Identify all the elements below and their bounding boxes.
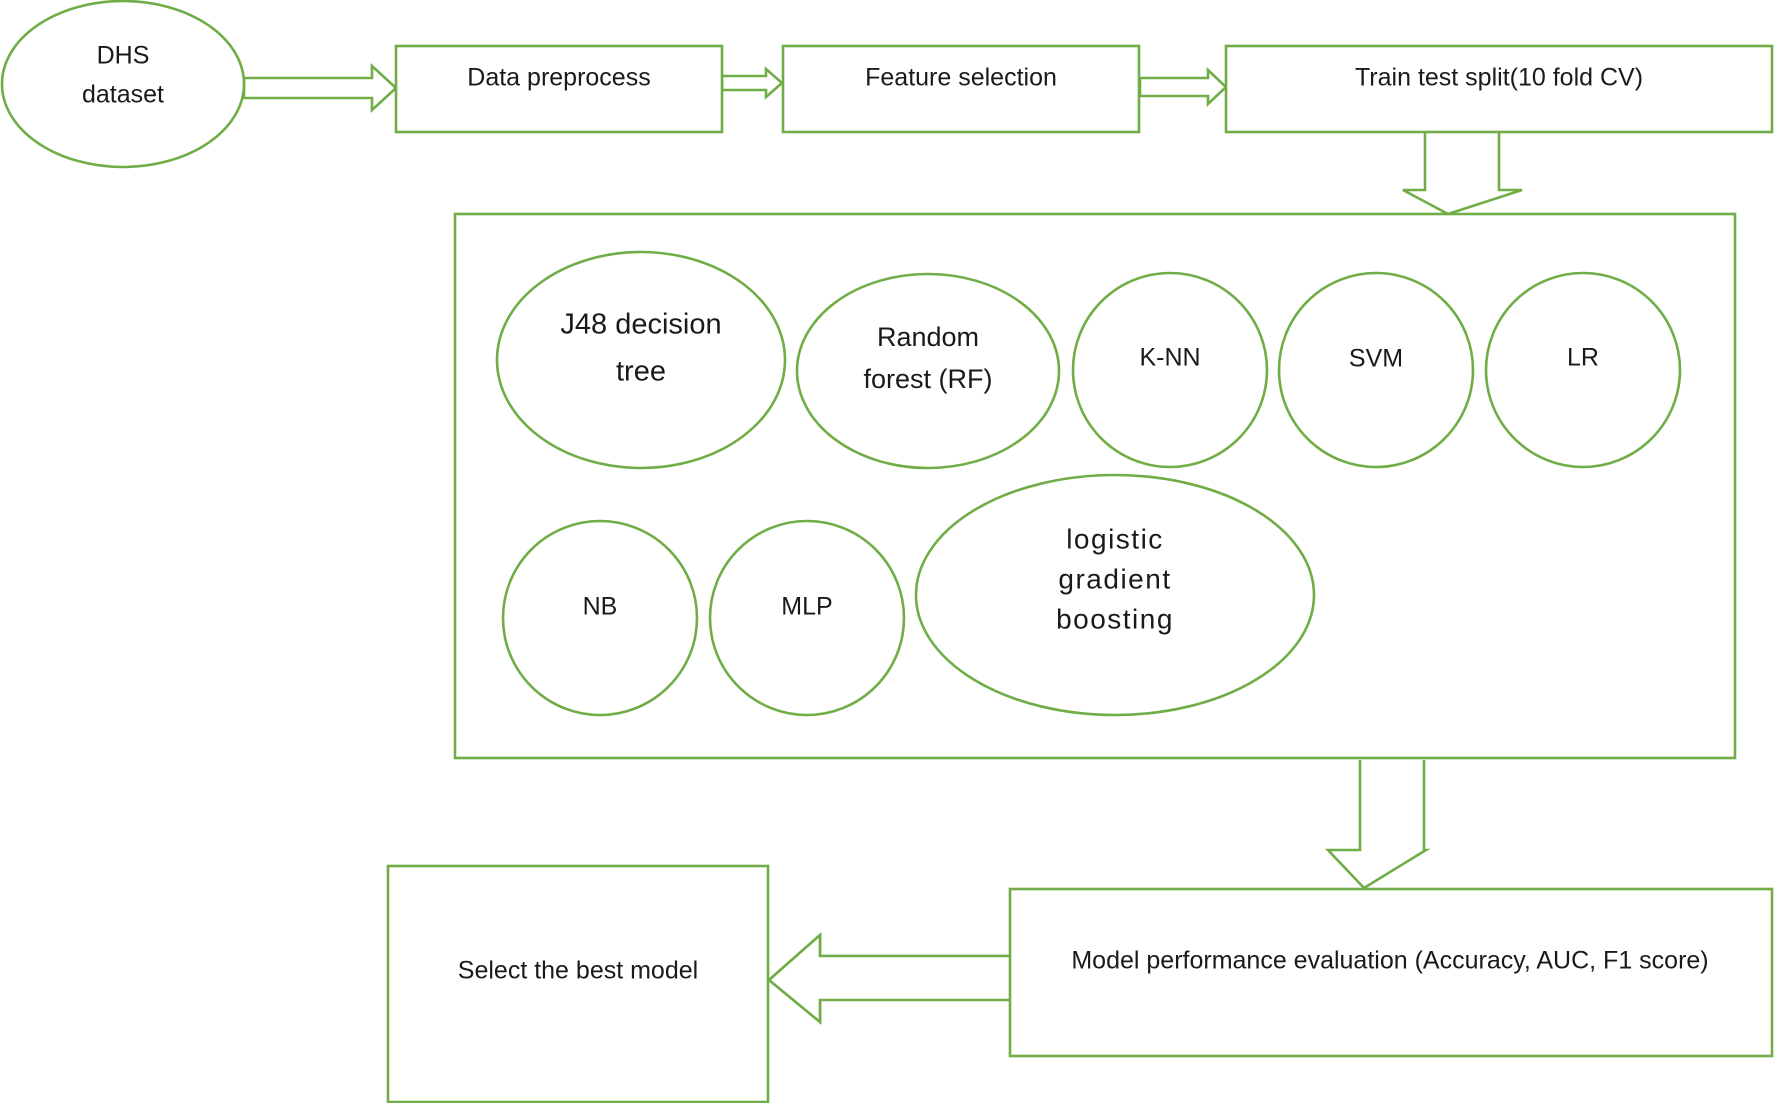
lgb-label-line1: logistic <box>1066 523 1164 554</box>
j48-decision-tree-node: J48 decision tree <box>495 250 787 470</box>
dhs-label-line2: dataset <box>82 81 164 109</box>
logistic-gradient-boosting-node: logistic gradient boosting <box>914 473 1316 717</box>
dhs-dataset-node: DHS dataset <box>0 0 246 169</box>
select-best-model-label: Select the best model <box>458 957 698 985</box>
random-forest-node: Random forest (RF) <box>795 272 1061 470</box>
models-container: J48 decision tree Random forest (RF) K-N… <box>453 212 1737 760</box>
data-preprocess-node: Data preprocess <box>394 44 724 134</box>
rf-label-line2: forest (RF) <box>863 364 992 394</box>
knn-label: K-NN <box>1139 344 1200 372</box>
nb-node: NB <box>501 519 699 717</box>
arrow-feature-to-split <box>1138 66 1228 108</box>
feature-selection-node: Feature selection <box>781 44 1141 134</box>
mlp-node: MLP <box>708 519 906 717</box>
lgb-label-line2: gradient <box>1058 563 1171 594</box>
svm-label: SVM <box>1349 345 1403 373</box>
arrow-dhs-to-preprocess <box>242 63 398 113</box>
svm-node: SVM <box>1277 271 1475 469</box>
lgb-label-line3: boosting <box>1056 603 1174 634</box>
arrow-preprocess-to-feature <box>720 66 784 100</box>
knn-node: K-NN <box>1071 271 1269 469</box>
nb-label: NB <box>583 593 618 621</box>
j48-label-line2: tree <box>616 356 666 388</box>
dhs-label-line1: DHS <box>97 42 150 70</box>
lr-node: LR <box>1484 271 1682 469</box>
feature-selection-label: Feature selection <box>865 64 1057 92</box>
train-test-split-node: Train test split(10 fold CV) <box>1224 44 1774 134</box>
arrow-evaluation-to-best-shaft <box>766 932 1013 1025</box>
select-best-model-node: Select the best model <box>386 864 770 1103</box>
mlp-label: MLP <box>781 593 832 621</box>
arrow-split-to-models <box>1402 132 1523 216</box>
train-test-split-label: Train test split(10 fold CV) <box>1355 64 1643 92</box>
data-preprocess-label: Data preprocess <box>467 64 650 92</box>
arrow-models-to-evaluation <box>1324 760 1431 890</box>
model-evaluation-label: Model performance evaluation (Accuracy, … <box>1071 947 1708 975</box>
j48-label-line1: J48 decision <box>560 309 721 341</box>
rf-label-line1: Random <box>877 322 979 352</box>
lr-label: LR <box>1567 344 1599 372</box>
model-evaluation-node: Model performance evaluation (Accuracy, … <box>1008 887 1774 1058</box>
